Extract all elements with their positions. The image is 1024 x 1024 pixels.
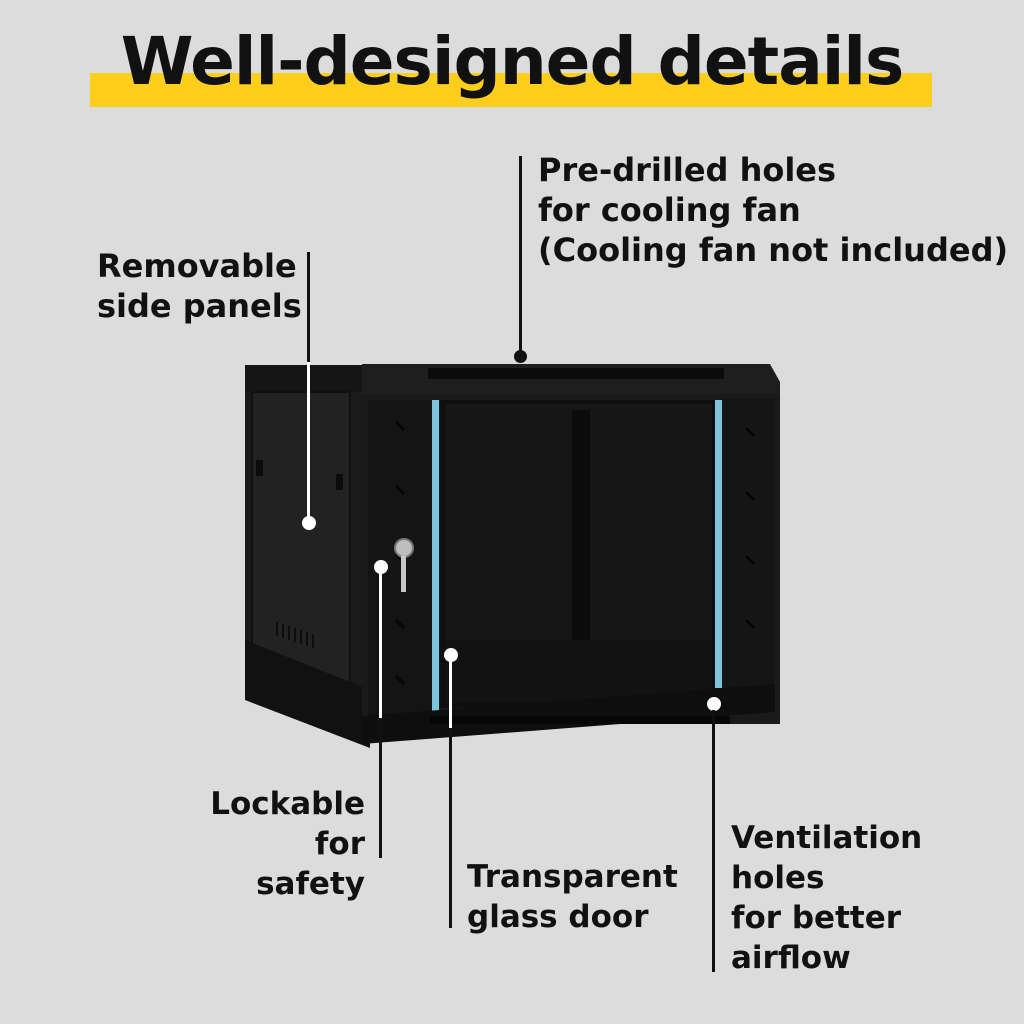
callout-side-panels: Removable side panels bbox=[97, 247, 302, 325]
callout-line-glass-inner bbox=[449, 658, 452, 728]
page-title: Well-designed details bbox=[120, 23, 905, 100]
callout-line-side-panels-inner bbox=[307, 362, 310, 522]
callout-line-ventilation bbox=[712, 710, 715, 972]
title-highlight-bar bbox=[90, 73, 932, 107]
callout-line-lock bbox=[379, 718, 382, 858]
callout-line-side-panels bbox=[307, 252, 310, 362]
callout-dot-cooling bbox=[514, 350, 527, 363]
callout-glass-door: Transparent glass door bbox=[467, 859, 678, 935]
callout-dot-side-panels bbox=[302, 516, 316, 530]
callout-line-lock-inner bbox=[379, 570, 382, 718]
callout-dot-lock bbox=[374, 560, 388, 574]
callout-ventilation: Ventilation holes for better airflow bbox=[731, 820, 923, 976]
callout-dot-glass bbox=[444, 648, 458, 662]
title-block: Well-designed details bbox=[0, 18, 1024, 118]
callout-cooling-fan: Pre-drilled holes for cooling fan (Cooli… bbox=[538, 151, 1009, 269]
callout-line-cooling bbox=[519, 156, 522, 354]
callout-line-glass bbox=[449, 728, 452, 928]
callout-dot-ventilation bbox=[707, 697, 721, 711]
callout-lockable: Lockable for safety bbox=[210, 786, 365, 902]
